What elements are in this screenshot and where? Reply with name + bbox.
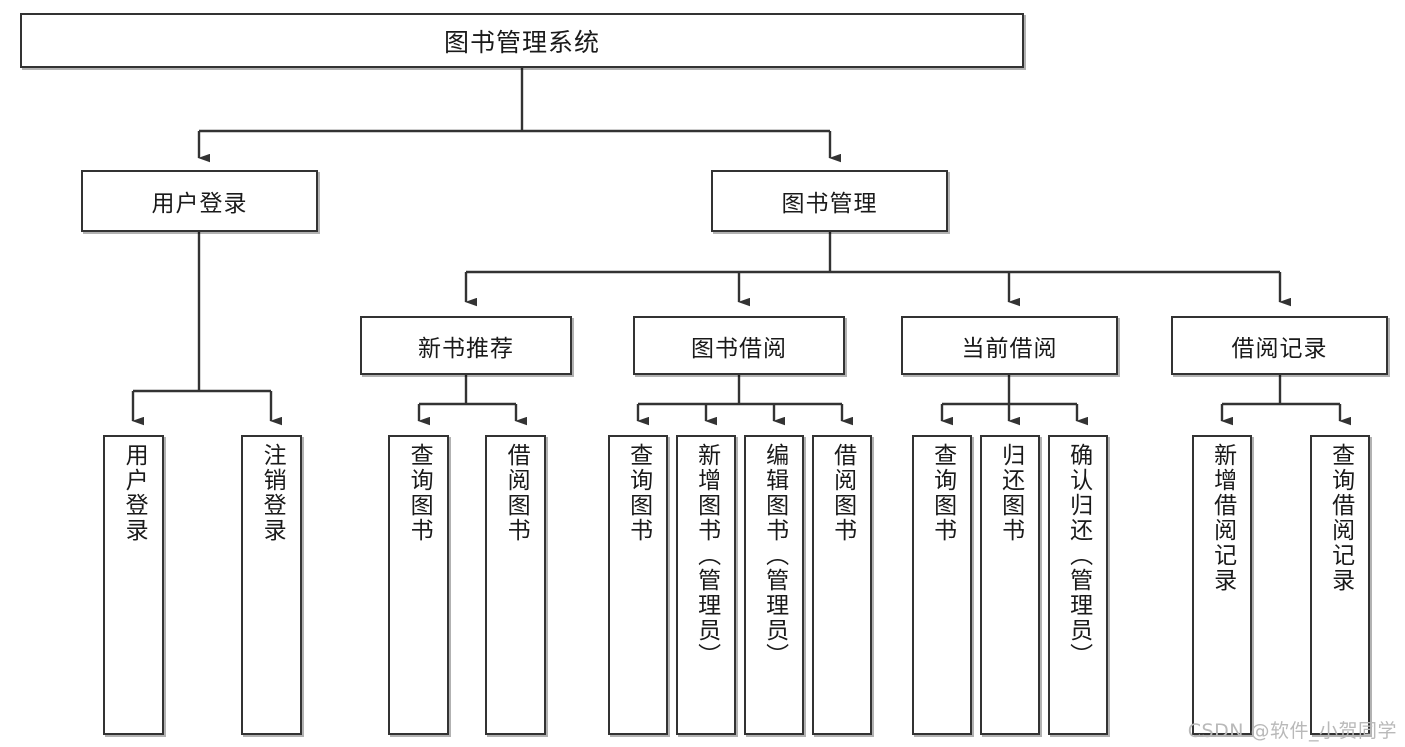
leaf-book-borrow-add-book-admin[interactable]: 新增图书（管理员）: [676, 435, 736, 735]
leaf-book-borrow-edit-book-admin[interactable]: 编辑图书（管理员）: [744, 435, 804, 735]
node-label: 当前借阅: [961, 335, 1058, 362]
node-book-borrow[interactable]: 图书借阅: [633, 316, 845, 375]
leaf-borrow-record-query-record[interactable]: 查询借阅记录: [1310, 435, 1370, 735]
leaf-label: 查询图书: [406, 443, 433, 543]
node-current-borrow[interactable]: 当前借阅: [901, 316, 1118, 375]
leaf-user-login-logout[interactable]: 注销登录: [241, 435, 302, 735]
leaf-label: 借阅图书: [829, 443, 856, 543]
node-label: 新书推荐: [418, 335, 514, 362]
leaf-new-book-query-book[interactable]: 查询图书: [388, 435, 449, 735]
leaf-label: 归还图书: [997, 443, 1024, 543]
leaf-label: 编辑图书（管理员）: [761, 443, 788, 668]
leaf-label: 确认归还（管理员）: [1065, 443, 1092, 668]
leaf-label: 借阅图书: [503, 443, 530, 543]
leaf-label: 用户登录: [121, 443, 148, 543]
node-user-login[interactable]: 用户登录: [81, 170, 318, 232]
node-label: 用户登录: [151, 191, 248, 217]
node-book-management[interactable]: 图书管理: [711, 170, 948, 232]
leaf-label: 新增图书（管理员）: [693, 443, 720, 668]
leaf-book-borrow-borrow-book[interactable]: 借阅图书: [812, 435, 872, 735]
watermark-text: CSDN @软件_小贺同学: [1187, 720, 1397, 742]
leaf-current-borrow-return-book[interactable]: 归还图书: [980, 435, 1040, 735]
node-new-book-recommend[interactable]: 新书推荐: [360, 316, 572, 375]
leaf-label: 注销登录: [259, 443, 286, 543]
leaf-label: 新增借阅记录: [1209, 443, 1236, 593]
node-label: 借阅记录: [1231, 335, 1328, 362]
node-root-book-management-system[interactable]: 图书管理系统: [20, 13, 1024, 68]
leaf-label: 查询图书: [929, 443, 956, 543]
leaf-label: 查询借阅记录: [1327, 443, 1354, 593]
leaf-new-book-borrow-book[interactable]: 借阅图书: [485, 435, 546, 735]
node-borrow-record[interactable]: 借阅记录: [1171, 316, 1388, 375]
leaf-borrow-record-add-record[interactable]: 新增借阅记录: [1192, 435, 1252, 735]
node-label: 图书管理系统: [443, 27, 600, 57]
leaf-label: 查询图书: [625, 443, 652, 543]
node-label: 图书管理: [781, 191, 878, 217]
leaf-user-login-login[interactable]: 用户登录: [103, 435, 164, 735]
node-label: 图书借阅: [691, 335, 787, 362]
leaf-book-borrow-query-book[interactable]: 查询图书: [608, 435, 668, 735]
leaf-current-borrow-confirm-return-admin[interactable]: 确认归还（管理员）: [1048, 435, 1108, 735]
leaf-current-borrow-query-book[interactable]: 查询图书: [912, 435, 972, 735]
